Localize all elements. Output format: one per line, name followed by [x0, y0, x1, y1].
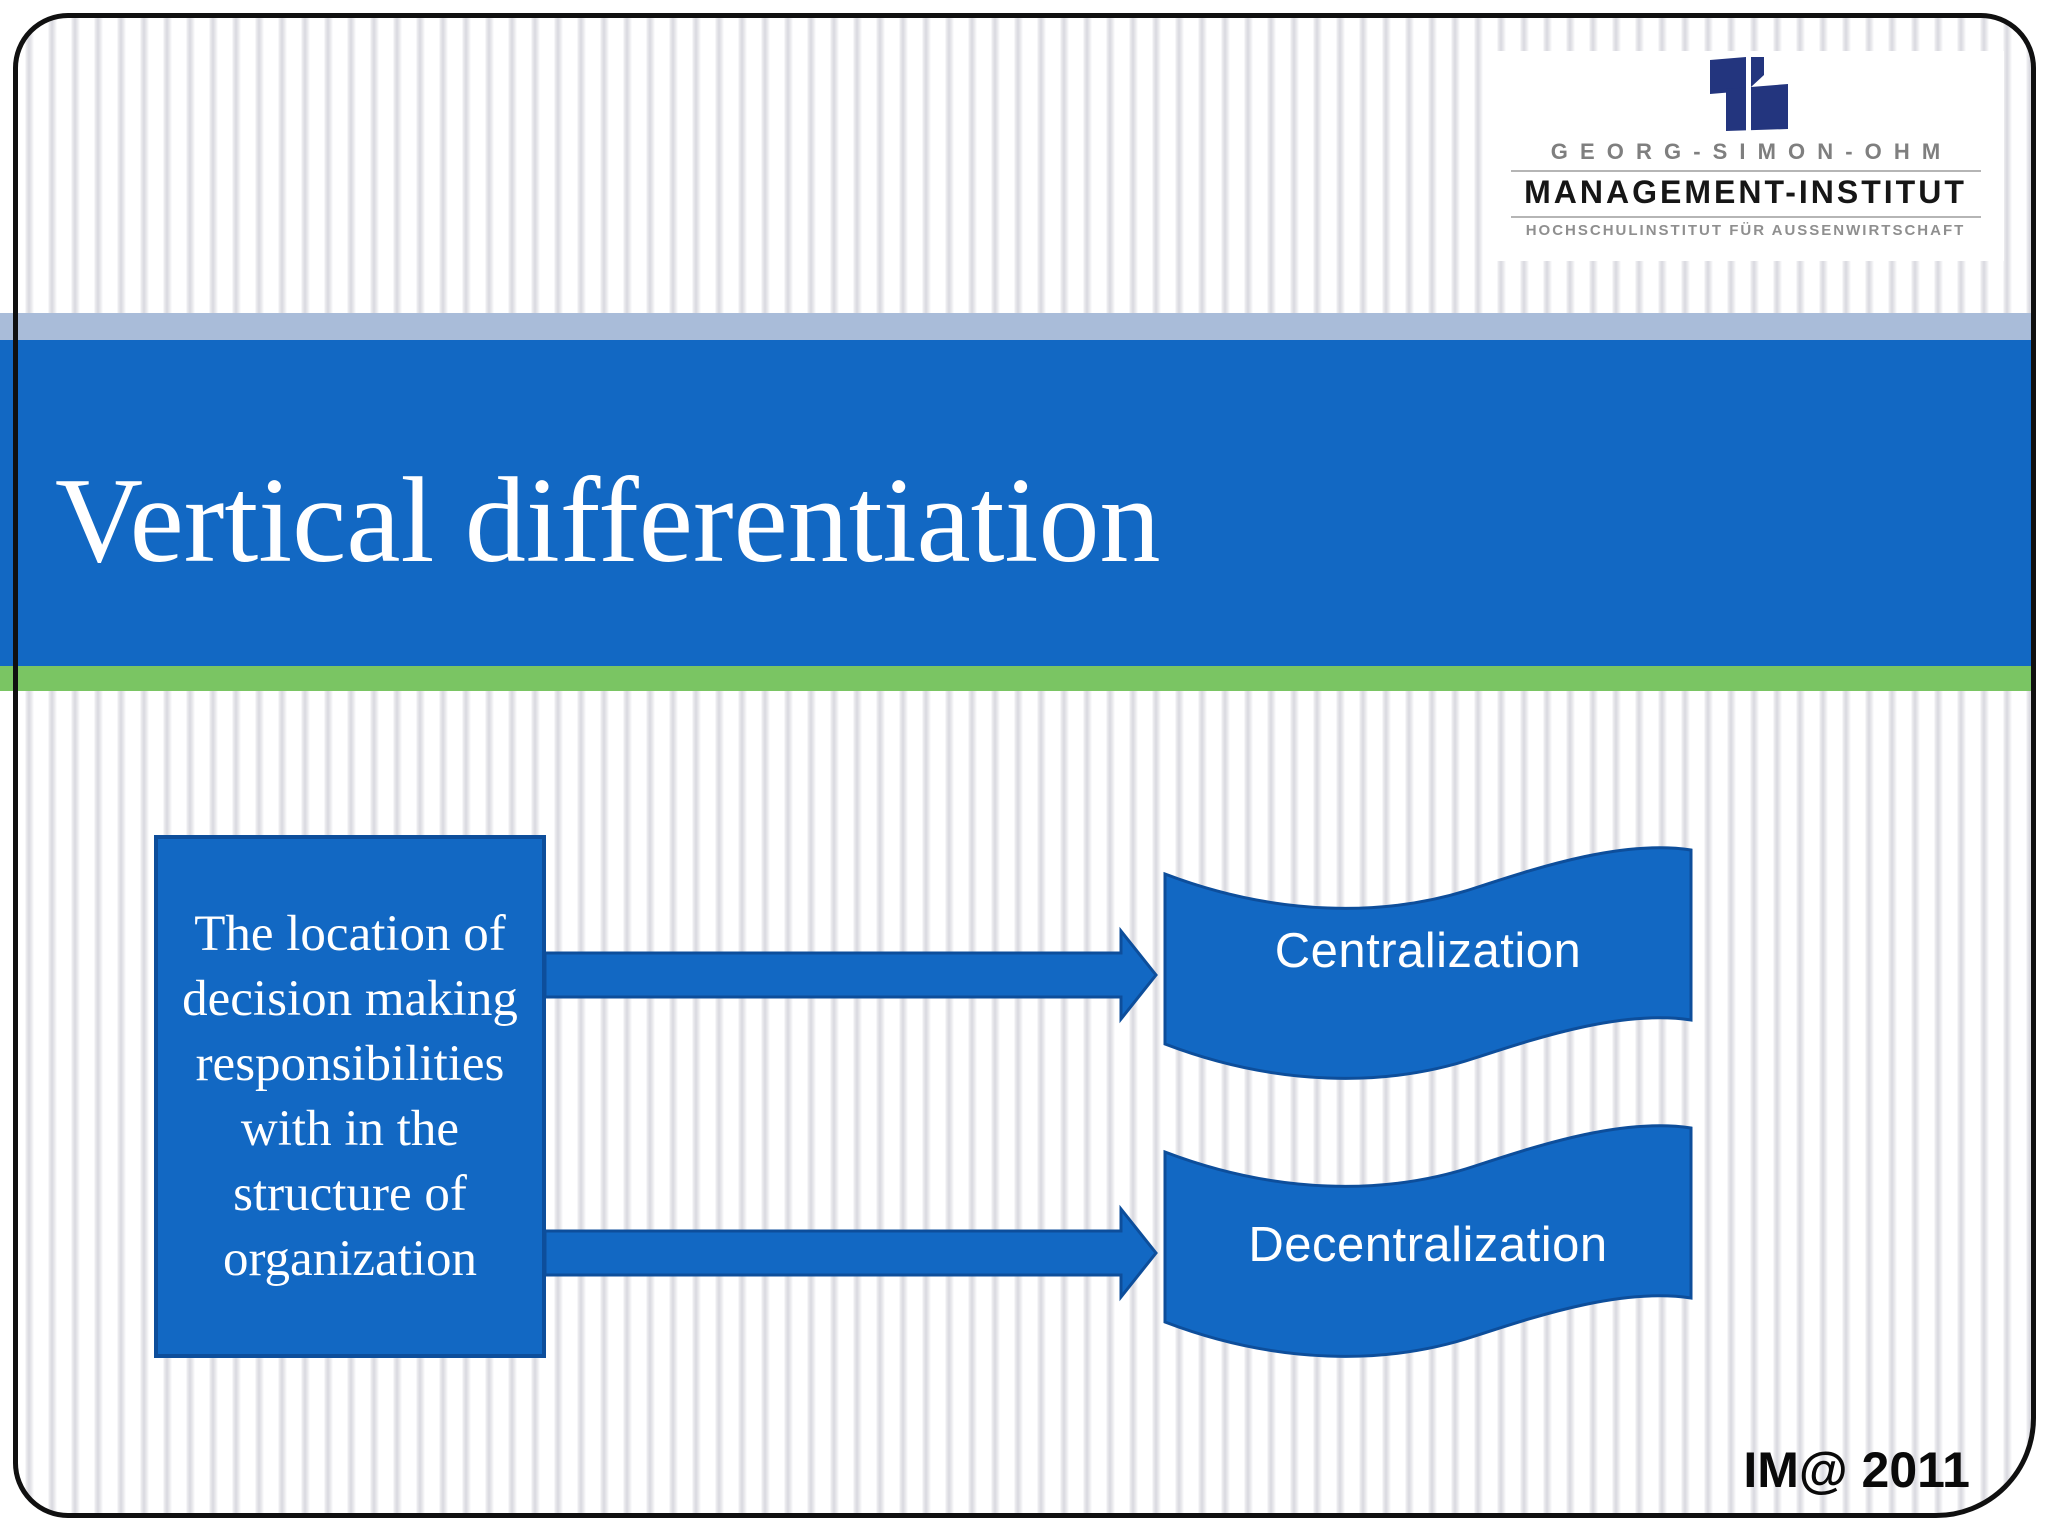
- source-box-line: with in the: [240, 1100, 460, 1157]
- arrow-right-icon: [545, 1204, 1158, 1302]
- wave-label-centralization: Centralization: [1274, 924, 1582, 978]
- source-box-line: The location of: [194, 905, 506, 962]
- header-band-blue: [0, 340, 2033, 666]
- header-band-green: [0, 666, 2033, 691]
- wave-shape-icon: [1163, 1124, 1693, 1358]
- logo-institute-name: GEORG-SIMON-OHM: [1550, 139, 1953, 164]
- source-box-line: organization: [223, 1230, 477, 1287]
- source-box-line: structure of: [233, 1165, 467, 1222]
- source-box-line: decision making: [182, 970, 518, 1027]
- arrow-right-icon: [545, 926, 1158, 1024]
- institute-mark-icon: [1709, 57, 1788, 131]
- wave-shape-centralization: Centralization: [1160, 838, 1696, 1088]
- header-band-light: [0, 313, 2033, 340]
- slide-footer: IM@ 2011: [1743, 1442, 1970, 1498]
- source-box: The location of decision making responsi…: [154, 835, 546, 1358]
- logo-institute-title: MANAGEMENT-INSTITUT: [1524, 174, 1967, 210]
- logo-divider-bottom: [1510, 216, 1981, 218]
- logo-divider-top: [1510, 170, 1981, 172]
- wave-shape-icon: [1163, 846, 1693, 1080]
- slide-title: Vertical differentiation: [55, 453, 1161, 588]
- logo-institute-subtitle: HOCHSCHULINSTITUT FÜR AUSSENWIRTSCHAFT: [1525, 222, 1966, 239]
- wave-label-decentralization: Decentralization: [1248, 1218, 1608, 1272]
- flow-arrow-top: [545, 925, 1160, 1025]
- wave-shape-decentralization: Decentralization: [1160, 1116, 1696, 1366]
- institute-logo: GEORG-SIMON-OHM MANAGEMENT-INSTITUT HOCH…: [1487, 51, 2004, 261]
- source-box-line: responsibilities: [195, 1035, 505, 1092]
- flow-arrow-bottom: [545, 1203, 1160, 1303]
